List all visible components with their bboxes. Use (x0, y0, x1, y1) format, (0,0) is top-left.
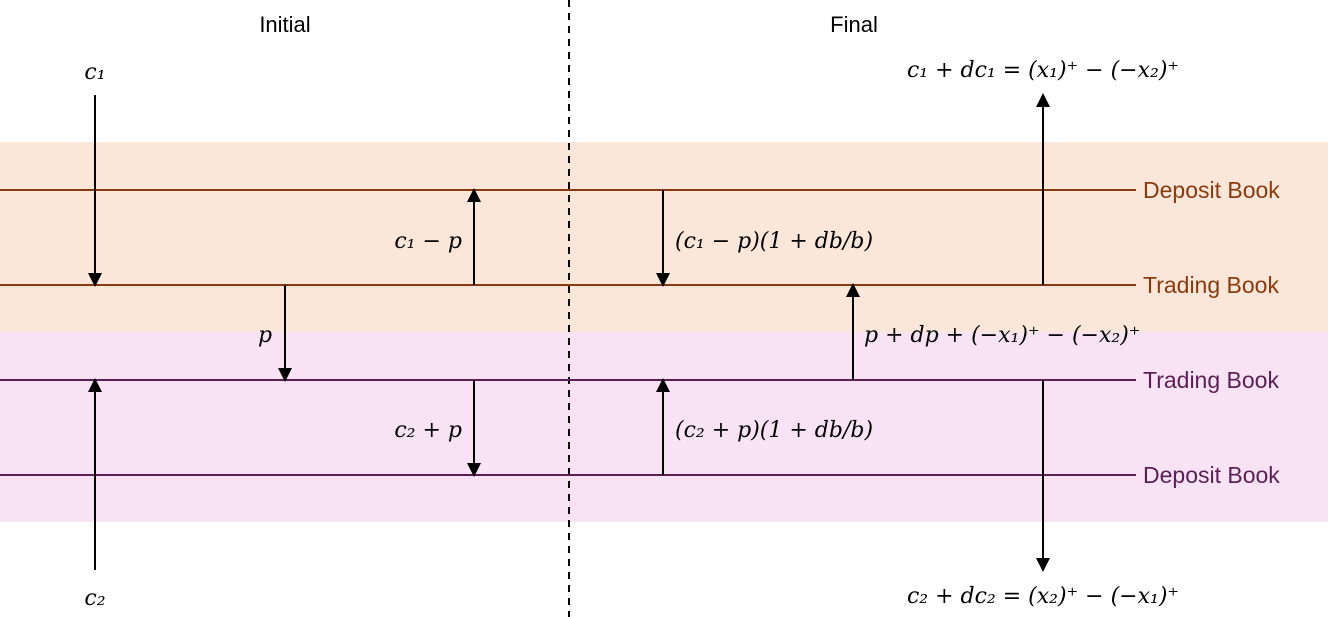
label-final-transfer: p + dp + (−x₁)⁺ − (−x₂)⁺ (864, 323, 1140, 348)
bank2-deposit-book-label: Deposit Book (1143, 462, 1280, 488)
label-c2-final: c₂ + dc₂ = (x₂)⁺ − (−x₁)⁺ (907, 584, 1179, 609)
label-c2: c₂ (84, 586, 105, 611)
label-c2-plus-p-growth: (c₂ + p)(1 + db/b) (675, 418, 873, 443)
bank2-trading-book-label: Trading Book (1143, 367, 1279, 393)
label-c1: c₁ (84, 60, 105, 85)
bank1-trading-book-label: Trading Book (1143, 272, 1279, 298)
label-p: p (258, 323, 272, 348)
initial-header: Initial (259, 12, 310, 37)
label-c1-minus-p-growth: (c₁ − p)(1 + db/b) (675, 229, 873, 254)
label-c1-minus-p: c₁ − p (394, 229, 462, 254)
label-c1-final: c₁ + dc₁ = (x₁)⁺ − (−x₂)⁺ (907, 58, 1179, 83)
final-header: Final (830, 12, 878, 37)
label-c2-plus-p: c₂ + p (394, 418, 462, 443)
bank1-deposit-book-label: Deposit Book (1143, 177, 1280, 203)
